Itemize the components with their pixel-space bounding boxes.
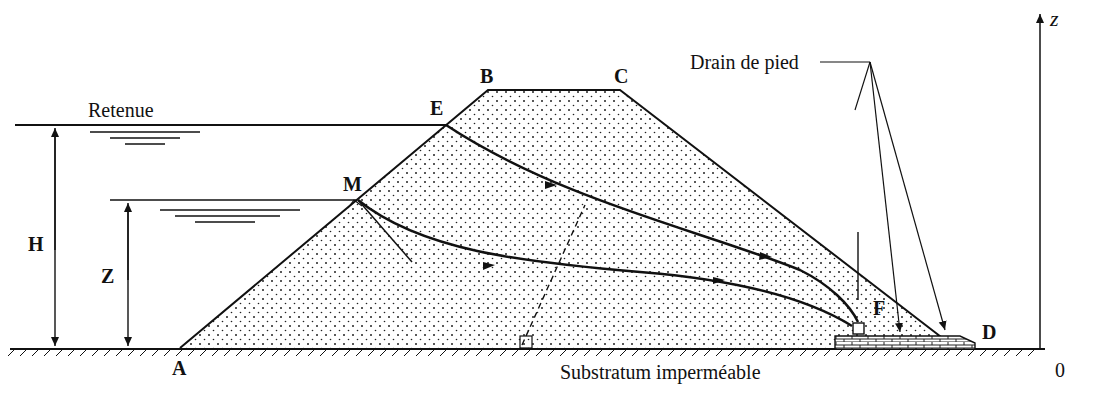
substratum-label: Substratum imperméable (560, 362, 761, 382)
streamline (358, 200, 852, 326)
leader-line (870, 62, 945, 330)
axis-label: z (1050, 8, 1059, 30)
dimension-label: Z (101, 266, 114, 286)
flow-arrow (545, 181, 557, 189)
toe-drain (835, 336, 975, 349)
dam-body (180, 90, 975, 348)
point-label: D (982, 322, 996, 342)
equipotential-line (522, 205, 585, 345)
right-angle (348, 200, 362, 208)
leader-line (855, 62, 870, 110)
point-label: A (172, 358, 186, 378)
dimension-label: H (28, 234, 44, 254)
point-label: M (343, 174, 362, 194)
normal-line (358, 200, 412, 262)
ground-hatch (8, 350, 1034, 356)
leader-line (820, 61, 870, 62)
phreatic-line (446, 125, 858, 322)
water-label: Retenue (88, 100, 154, 120)
dam-outline (180, 90, 945, 348)
origin-label: 0 (1055, 360, 1065, 380)
point-label: C (614, 66, 628, 86)
level-m (110, 199, 357, 201)
vertical-tick (857, 232, 858, 300)
water-marks (90, 132, 300, 222)
callout-label: Drain de pied (690, 52, 799, 72)
reservoir-level (15, 124, 446, 126)
point-label: E (430, 98, 443, 118)
leader-line (870, 62, 900, 332)
z-axis (1039, 14, 1041, 349)
point-label: B (480, 66, 493, 86)
point-f-marker (853, 323, 864, 334)
right-angle (520, 336, 532, 348)
point-label: F (873, 298, 885, 318)
